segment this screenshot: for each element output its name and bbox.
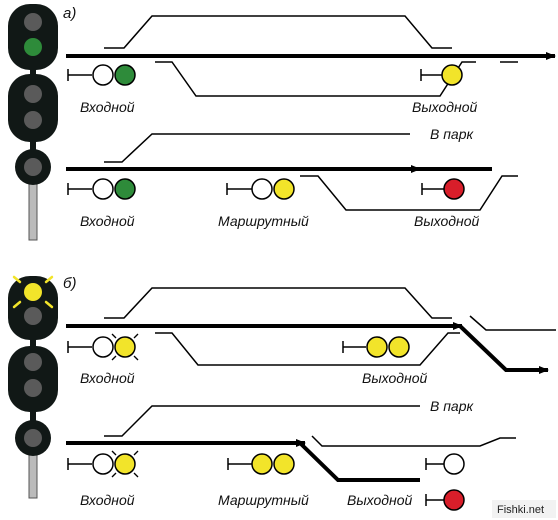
dark-lens: [24, 379, 42, 397]
diagram-a1: Входной Выходной: [66, 15, 556, 115]
label-entry: Входной: [80, 370, 135, 386]
yellow-lens: [441, 64, 463, 86]
label-park: В парк: [430, 398, 475, 414]
watermark: Fishki.net: [497, 504, 544, 516]
park-siding: [104, 133, 410, 163]
diagram-b1: Входной Выходной: [66, 287, 556, 386]
label-exit: Выходной: [362, 370, 427, 386]
upper-siding: [104, 15, 452, 49]
signal-head-top: [8, 4, 58, 70]
white-lens: [92, 64, 114, 86]
green-lens: [24, 38, 42, 56]
dark-lens: [24, 307, 42, 325]
label-exit: Выходной: [414, 213, 479, 229]
label-entry: Входной: [80, 99, 135, 115]
watermark-box: [492, 500, 556, 518]
lower-siding: [155, 332, 460, 366]
label-route: Маршрутный: [218, 492, 309, 508]
label-exit: Выходной: [347, 492, 412, 508]
diverging-track: [298, 441, 420, 482]
park-siding: [104, 405, 420, 437]
dark-lens: [24, 111, 42, 129]
yellow-lens-flashing: [24, 283, 42, 301]
lower-siding: [300, 175, 518, 211]
dark-lens: [24, 429, 42, 447]
upper-siding: [104, 287, 452, 319]
section-letter-a: а): [63, 5, 76, 22]
section-letter-b: б): [63, 275, 76, 292]
label-entry: Входной: [80, 213, 135, 229]
dark-lens: [24, 85, 42, 103]
signal-mast-b: [8, 275, 58, 499]
diverging-track: [458, 324, 549, 374]
label-route: Маршрутный: [218, 213, 309, 229]
lower-siding: [155, 61, 476, 97]
dark-lens: [24, 353, 42, 371]
label-exit: Выходной: [412, 99, 477, 115]
label-park: В парк: [430, 126, 475, 142]
diagram-b2: В парк Входной Маршрутный Выходной: [66, 398, 516, 511]
signal-head-bottom: [8, 74, 58, 142]
signal-mast-a: [8, 4, 58, 241]
dark-lens: [24, 13, 42, 31]
dark-lens: [24, 158, 42, 176]
label-entry: Входной: [80, 492, 135, 508]
diagram-a2: В парк Входной Маршрутный Выходной: [66, 126, 518, 229]
green-lens: [114, 64, 136, 86]
